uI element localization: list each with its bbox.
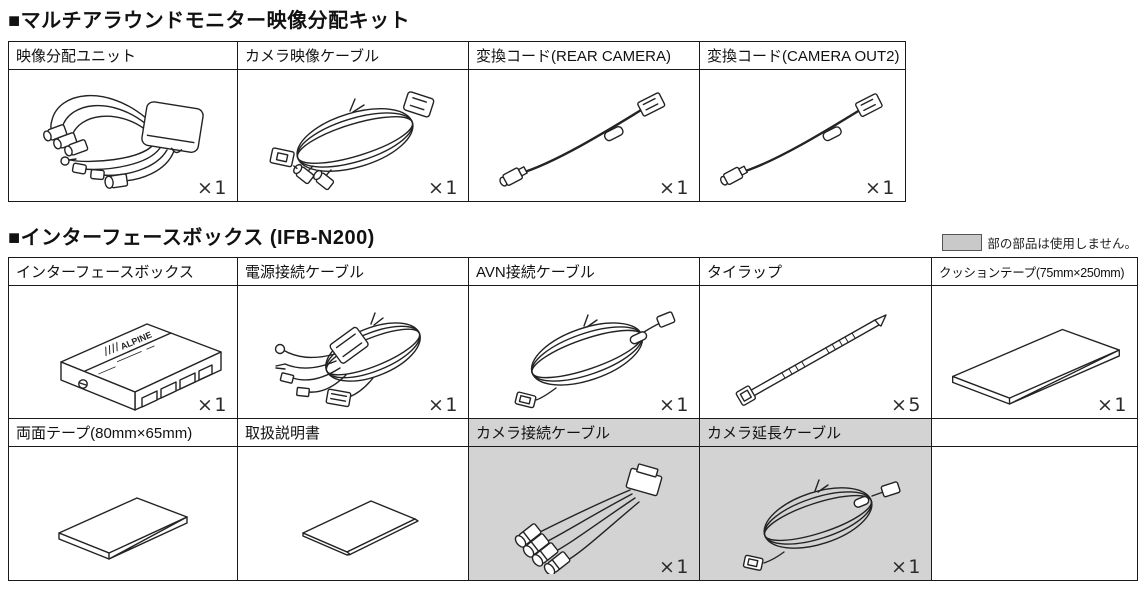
header-row: インターフェースボックス 電源接続ケーブル AVN接続ケーブル タイラップ クッ… — [8, 257, 1138, 286]
part-cell-power-connection-cable: ×1 — [237, 285, 469, 419]
part-name-conversion-cord-camera-out2: 変換コード(CAMERA OUT2) — [699, 41, 906, 70]
quantity-label: ×1 — [890, 556, 922, 578]
part-name-power-connection-cable: 電源接続ケーブル — [237, 257, 469, 286]
empty-header-cell — [931, 418, 1138, 447]
part-name-video-distribution-unit: 映像分配ユニット — [8, 41, 238, 70]
header-row: 映像分配ユニット カメラ映像ケーブル 変換コード(REAR CAMERA) 変換… — [8, 41, 906, 70]
part-name-instruction-manual: 取扱説明書 — [237, 418, 469, 447]
quantity-label: ×1 — [196, 394, 228, 416]
camera-extension-cable-illustration — [742, 478, 901, 571]
quantity-label: ×1 — [658, 394, 690, 416]
part-name-cushion-tape: クッションテープ(75mm×250mm) — [931, 257, 1138, 286]
interface-box-illustration: ALPINE — [60, 323, 222, 411]
quantity-label: ×1 — [427, 177, 459, 199]
part-cell-interface-box: ALPINE ×1 — [8, 285, 238, 419]
part-cell-camera-video-cable: ×1 — [237, 69, 469, 202]
part-cell-instruction-manual — [237, 446, 469, 581]
illustration-row: ALPINE ×1 — [8, 285, 1138, 419]
part-name-double-sided-tape: 両面テープ(80mm×65mm) — [8, 418, 238, 447]
instruction-manual-illustration — [302, 499, 419, 556]
video-kit-parts-table: 映像分配ユニット カメラ映像ケーブル 変換コード(REAR CAMERA) 変換… — [8, 41, 906, 202]
quantity-label: ×1 — [196, 177, 228, 199]
quantity-label: ×1 — [427, 394, 459, 416]
part-cell-avn-connection-cable: ×1 — [468, 285, 700, 419]
tie-wrap-illustration — [735, 314, 887, 406]
quantity-label: ×1 — [658, 556, 690, 578]
unused-parts-note-text: 部の部品は使用しません。 — [987, 237, 1137, 251]
quantity-label: ×1 — [864, 177, 896, 199]
part-name-camera-extension-cable: カメラ延長ケーブル — [699, 418, 932, 447]
part-name-avn-connection-cable: AVN接続ケーブル — [468, 257, 700, 286]
empty-cell — [931, 446, 1138, 581]
unused-parts-note: 部の部品は使用しません。 — [942, 233, 1137, 252]
video-distribution-unit-illustration — [43, 94, 204, 189]
illustration-row: ×1 ×1 — [8, 69, 906, 202]
part-name-tie-wrap: タイラップ — [699, 257, 932, 286]
quantity-label: ×5 — [890, 394, 922, 416]
section1-title: ■マルチアラウンドモニター映像分配キット — [8, 10, 411, 32]
cushion-tape-illustration — [951, 328, 1120, 405]
part-name-interface-box: インターフェースボックス — [8, 257, 238, 286]
part-cell-cushion-tape: ×1 — [931, 285, 1138, 419]
camera-connection-cable-illustration — [514, 462, 663, 574]
double-sided-tape-illustration — [58, 496, 188, 560]
part-cell-double-sided-tape — [8, 446, 238, 581]
quantity-label: ×1 — [658, 177, 690, 199]
part-cell-tie-wrap: ×5 — [699, 285, 932, 419]
camera-video-cable-illustration — [269, 90, 435, 190]
conversion-cord-camera-out2-illustration — [719, 92, 883, 186]
gray-swatch — [942, 234, 983, 251]
illustration-row: ×1 ×1 — [8, 446, 1138, 581]
part-name-conversion-cord-rear-camera: 変換コード(REAR CAMERA) — [468, 41, 700, 70]
part-cell-camera-connection-cable: ×1 — [468, 446, 700, 581]
section2-title: ■インターフェースボックス (IFB-N200) — [8, 227, 375, 249]
quantity-label: ×1 — [1096, 394, 1128, 416]
header-row: 両面テープ(80mm×65mm) 取扱説明書 カメラ接続ケーブル カメラ延長ケー… — [8, 418, 1138, 447]
part-cell-video-distribution-unit: ×1 — [8, 69, 238, 202]
power-connection-cable-illustration — [274, 312, 421, 408]
part-name-camera-video-cable: カメラ映像ケーブル — [237, 41, 469, 70]
avn-connection-cable-illustration — [514, 311, 676, 409]
part-cell-conversion-cord-rear-camera: ×1 — [468, 69, 700, 202]
part-cell-camera-extension-cable: ×1 — [699, 446, 932, 581]
interface-box-parts-table: インターフェースボックス 電源接続ケーブル AVN接続ケーブル タイラップ クッ… — [8, 257, 1138, 581]
part-cell-conversion-cord-camera-out2: ×1 — [699, 69, 906, 202]
conversion-cord-rear-camera-illustration — [499, 91, 666, 187]
part-name-camera-connection-cable: カメラ接続ケーブル — [468, 418, 700, 447]
